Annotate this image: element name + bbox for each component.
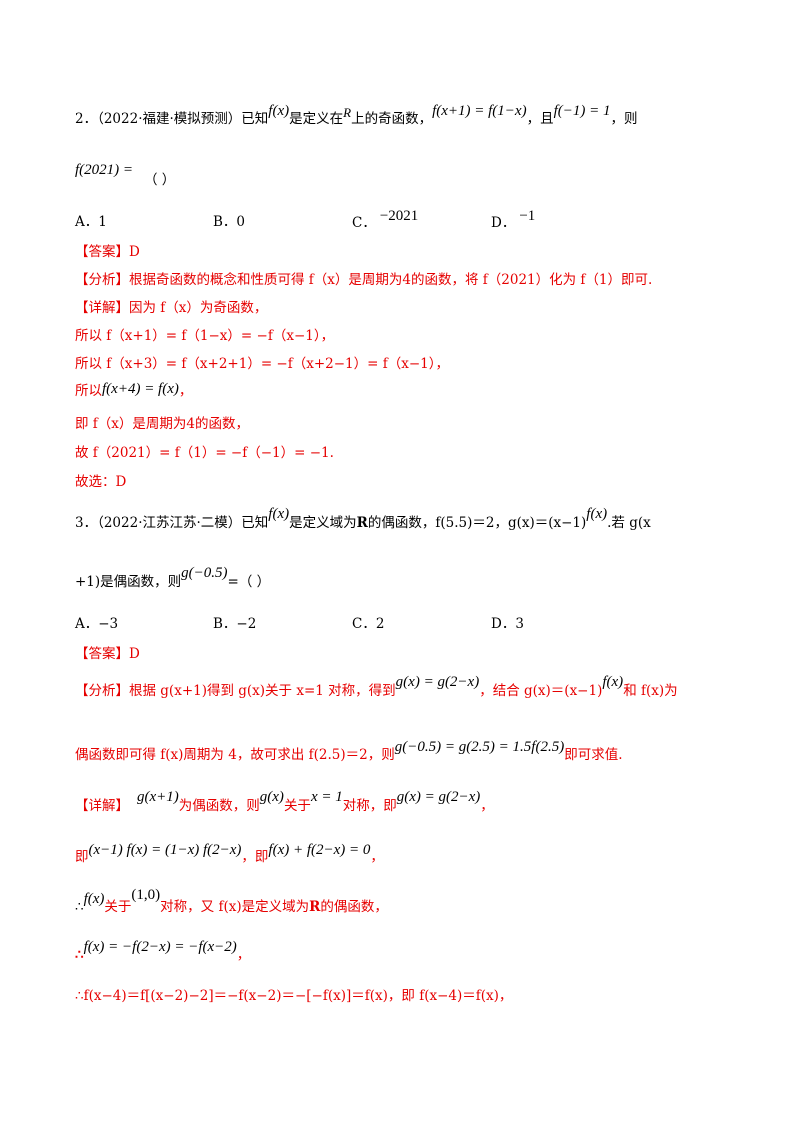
q2-option-b[interactable]: B．0 xyxy=(213,214,246,230)
q3-option-d[interactable]: D．3 xyxy=(491,616,524,632)
q2-fx: f(x) xyxy=(268,103,290,119)
q2-R: R xyxy=(343,105,352,120)
q2-eq2: f(−1) = 1 xyxy=(553,103,611,119)
q3-detail-line2: 即(x−1) f(x) = (1−x) f(2−x)，即f(x) + f(2−x… xyxy=(75,843,384,865)
q3-d-math3: x = 1 xyxy=(310,789,343,805)
q3-source: （2022·江苏江苏·二模） xyxy=(97,515,242,531)
q3-d-text: 即 xyxy=(75,849,89,865)
q3-text: 是定义域为 xyxy=(289,515,357,531)
q2-detail: 【详解】因为 f（x）为奇函数， xyxy=(75,300,268,316)
q3-d-text: 为偶函数，则 xyxy=(178,798,260,814)
q3-text: 已知 xyxy=(241,515,269,531)
q2-option-c[interactable]: C．−2021 xyxy=(352,209,418,231)
q2-step-3-text: 所以 xyxy=(75,383,102,399)
q3-an-math2: f(x) xyxy=(602,674,624,690)
q3-an-math3: g(−0.5) = g(2.5) = 1.5f(2.5) xyxy=(394,739,565,755)
q2-analysis: 【分析】根据奇函数的概念和性质可得 f（x）是周期为4的函数，将 f（2021）… xyxy=(75,272,653,288)
q3-answer: 【答案】D xyxy=(75,646,140,662)
q3-an-text: 偶函数即可得 f(x)周期为 4，故可求出 f(2.5)＝2，则 xyxy=(75,747,395,763)
q3-therefore-red: ∴ xyxy=(75,947,84,963)
q3-option-c[interactable]: C．2 xyxy=(352,616,385,632)
q2-step-4: 即 f（x）是周期为4的函数， xyxy=(75,416,249,432)
q2-source: （2022·福建·模拟预测） xyxy=(97,111,242,127)
q2-step-5: 故 f（2021）= f（1）= −f（−1）= −1. xyxy=(75,445,334,461)
q3-d-text: 【详解】 xyxy=(75,798,129,814)
q3-d-text: 对称，即 xyxy=(342,798,397,814)
q3-d-math7: f(x) xyxy=(83,891,105,907)
q2-step-3-math: f(x+4) = f(x) xyxy=(102,381,179,397)
q3-fx: f(x) xyxy=(268,506,290,522)
q2-text: 已知 xyxy=(241,111,269,127)
q3-stem-line2: +1)是偶函数，则g(−0.5)=（ ） xyxy=(75,566,271,590)
q2-answer: 【答案】D xyxy=(75,244,140,260)
q3-analysis-line1: 【分析】根据 g(x+1)得到 g(x)关于 x=1 对称，得到g(x) = g… xyxy=(75,675,678,699)
q2-text: 上的奇函数， xyxy=(351,111,433,127)
q3-d-math9: f(x) = −f(2−x) = −f(x−2) xyxy=(83,939,237,955)
q2-stem-line1: 2．（2022·福建·模拟预测）已知f(x)是定义在R上的奇函数，f(x+1) … xyxy=(75,104,638,127)
q2-choose: 故选：D xyxy=(75,474,127,490)
q2-number: 2． xyxy=(75,111,98,127)
q3-detail-line5: ∴f(x−4)＝f[(x−2)−2]＝−f(x−2)＝−[−f(x)]＝f(x)… xyxy=(75,988,513,1004)
q3-d-text: ，即 xyxy=(241,849,269,865)
q3-d-R: R xyxy=(309,899,321,915)
q3-stem-line1: 3．（2022·江苏江苏·二模）已知f(x)是定义域为R的偶函数，f(5.5)＝… xyxy=(75,507,651,531)
q3-d-text: 关于 xyxy=(104,899,132,915)
q3-d-math4: g(x) = g(2−x) xyxy=(396,789,481,805)
q3-number: 3． xyxy=(75,515,98,531)
q3-d-math6: f(x) + f(2−x) = 0 xyxy=(268,842,371,858)
q2-ask-line: f(2021) = xyxy=(75,163,133,178)
q3-d-text: 对称，又 f(x)是定义域为 xyxy=(160,899,310,915)
q2-option-d-label: D． xyxy=(491,215,516,231)
q2-option-c-label: C． xyxy=(352,215,376,231)
q3-analysis-line2: 偶函数即可得 f(x)周期为 4，故可求出 f(2.5)＝2，则g(−0.5) … xyxy=(75,740,623,763)
q3-an-text: ，结合 g(x)＝(x−1) xyxy=(479,683,603,699)
q3-an-text: 和 f(x)为 xyxy=(623,683,678,699)
q3-text: =（ ） xyxy=(227,574,271,590)
q2-paren: （ ） xyxy=(144,172,176,188)
q3-fx2: f(x) xyxy=(586,506,608,522)
q3-an-text: 【分析】根据 g(x+1)得到 g(x)关于 x=1 对称，得到 xyxy=(75,683,396,699)
q3-therefore: ∴ xyxy=(75,899,84,915)
q3-an-math1: g(x) = g(2−x) xyxy=(395,674,480,690)
q3-d-text: ， xyxy=(370,849,384,865)
q2-option-d[interactable]: D．−1 xyxy=(491,209,535,231)
q2-option-d-math: −1 xyxy=(519,208,536,224)
q3-d-text: 关于 xyxy=(283,798,311,814)
q2-step-3: 所以f(x+4) = f(x)， xyxy=(75,381,193,399)
q2-step-3-tail: ， xyxy=(178,383,193,399)
q3-d-math1: g(x+1) xyxy=(137,789,179,805)
q3-detail-line4: ∴f(x) = −f(2−x) = −f(x−2)， xyxy=(75,940,251,963)
q2-step-2: 所以 f（x+3）= f（x+2+1）= −f（x+2−1）= f（x−1）， xyxy=(75,356,450,372)
q2-text: 是定义在 xyxy=(289,111,344,127)
q3-d-text: 的偶函数， xyxy=(320,899,388,915)
q3-d-text: ， xyxy=(480,798,494,814)
q2-option-a[interactable]: A．1 xyxy=(75,214,107,230)
q3-option-b[interactable]: B．−2 xyxy=(213,616,257,632)
q3-text: +1)是偶函数，则 xyxy=(75,574,182,590)
q3-text: .若 g(x xyxy=(607,515,651,531)
q2-step-1: 所以 f（x+1）= f（1−x）= −f（x−1）， xyxy=(75,328,335,344)
q3-g: g(−0.5) xyxy=(181,565,228,581)
q3-d-text: ， xyxy=(236,947,251,963)
q3-an-text: 即可求值. xyxy=(564,747,623,763)
q3-detail-line1: 【详解】 g(x+1)为偶函数，则g(x)关于x = 1对称，即g(x) = g(… xyxy=(75,790,494,814)
q2-ask: f(2021) = xyxy=(75,162,134,178)
q3-detail-line3: ∴f(x)关于(1,0)对称，又 f(x)是定义域为R的偶函数， xyxy=(75,888,388,915)
q3-R: R xyxy=(356,515,368,531)
q3-d-math5: (x−1) f(x) = (1−x) f(2−x) xyxy=(88,842,242,858)
q2-text: ，且 xyxy=(526,111,554,127)
q3-text: 的偶函数，f(5.5)＝2，g(x)＝(x−1) xyxy=(367,515,587,531)
q2-eq1: f(x+1) = f(1−x) xyxy=(432,103,527,119)
q3-option-a[interactable]: A．−3 xyxy=(75,616,119,632)
q3-d-math2: g(x) xyxy=(259,789,284,805)
q2-text: ，则 xyxy=(610,111,638,127)
q2-option-c-math: −2021 xyxy=(379,208,419,224)
q3-d-math8: (1,0) xyxy=(131,887,161,903)
